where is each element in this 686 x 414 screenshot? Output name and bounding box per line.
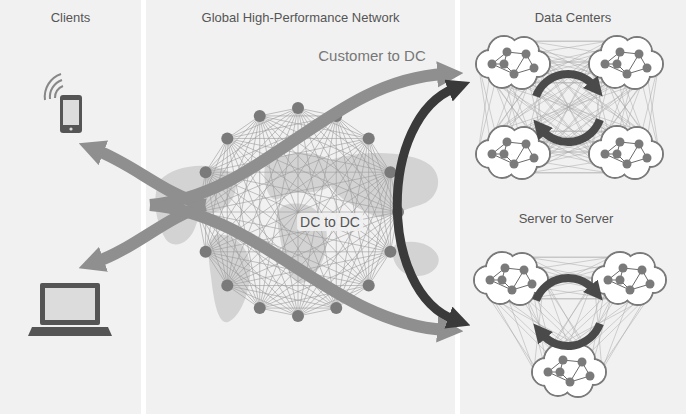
flow-arrows	[96, 74, 455, 330]
column-band: Clients	[0, 0, 141, 414]
phone-icon	[45, 74, 82, 133]
flow-label: DC to DC	[297, 213, 363, 231]
column-heading: Global High-Performance Network	[146, 0, 455, 25]
column-heading: Clients	[0, 0, 141, 25]
flow-label: Customer to DC	[315, 46, 429, 65]
column-heading: Data Centers	[460, 0, 686, 25]
column-band: Data Centers	[460, 0, 686, 414]
laptop-icon	[28, 283, 112, 336]
flow-label: Server to Server	[516, 210, 617, 227]
data-center-clusters	[474, 36, 666, 397]
